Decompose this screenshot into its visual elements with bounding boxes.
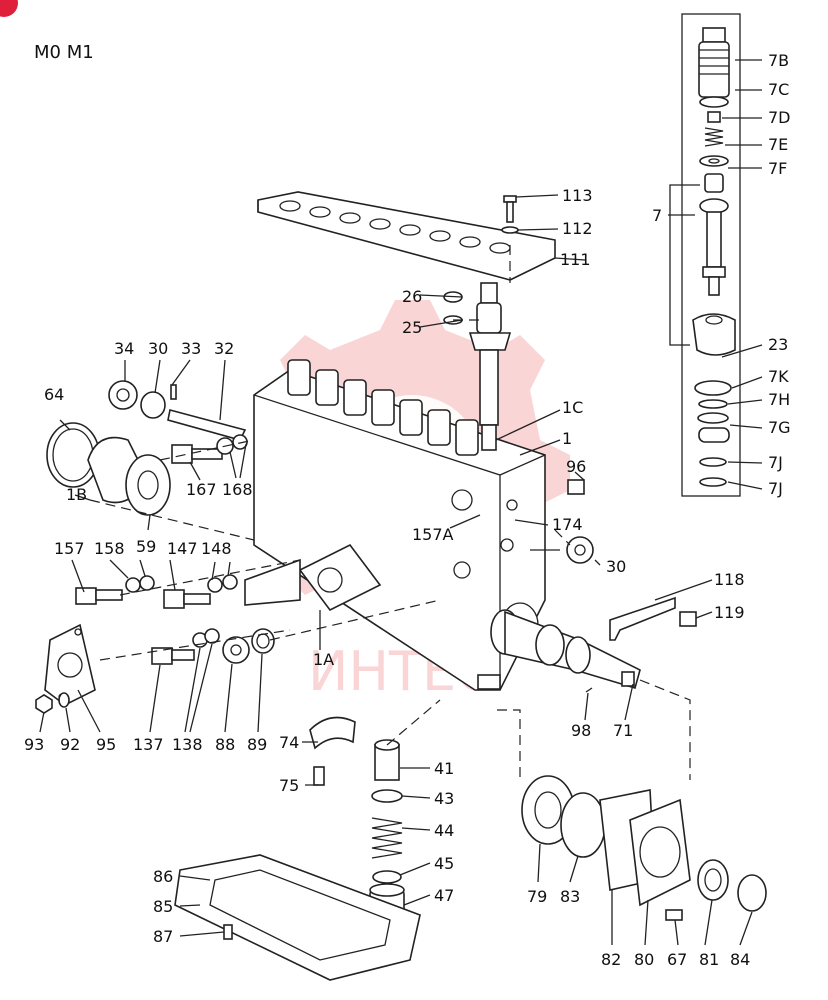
- governor-parts: [108, 380, 248, 464]
- label-33: 33: [181, 339, 201, 358]
- label-148: 148: [201, 539, 232, 558]
- label-80: 80: [634, 950, 654, 969]
- bolts-left-mid: [75, 574, 238, 609]
- label-84: 84: [730, 950, 750, 969]
- label-86: 86: [153, 867, 173, 886]
- label-7f: 7F: [768, 159, 787, 178]
- label-83: 83: [560, 887, 580, 906]
- label-30-top: 30: [148, 339, 168, 358]
- label-95: 95: [96, 735, 116, 754]
- label-71: 71: [613, 721, 633, 740]
- label-82: 82: [601, 950, 621, 969]
- bearing-cover-group: [521, 775, 767, 921]
- label-1c: 1C: [562, 398, 583, 417]
- label-158: 158: [94, 539, 125, 558]
- label-7h: 7H: [768, 390, 790, 409]
- label-93: 93: [24, 735, 44, 754]
- label-79: 79: [527, 887, 547, 906]
- label-7j-upper: 7J: [768, 453, 783, 472]
- label-7d: 7D: [768, 108, 791, 127]
- label-119: 119: [714, 603, 745, 622]
- label-7b: 7B: [768, 51, 789, 70]
- label-96: 96: [566, 457, 586, 476]
- label-174: 174: [552, 515, 583, 534]
- label-67: 67: [667, 950, 687, 969]
- label-87: 87: [153, 927, 173, 946]
- label-34: 34: [114, 339, 134, 358]
- label-32: 32: [214, 339, 234, 358]
- label-26: 26: [402, 287, 422, 306]
- callout-labels: 7B 7C 7D 7E 7F 7 23 7K 7H 7G 7J 7J 113 1…: [24, 51, 791, 969]
- diagram-title: M0 M1: [34, 42, 94, 63]
- label-137: 137: [133, 735, 164, 754]
- label-1: 1: [562, 429, 572, 448]
- riser-assembly-1c: [443, 282, 512, 451]
- label-118: 118: [714, 570, 745, 589]
- label-81: 81: [699, 950, 719, 969]
- label-1b: 1B: [66, 485, 87, 504]
- base-gasket-85: [174, 854, 421, 981]
- label-7j-lower: 7J: [768, 479, 783, 498]
- label-168: 168: [222, 480, 253, 499]
- label-25: 25: [402, 318, 422, 337]
- label-64: 64: [44, 385, 64, 404]
- top-cover-111: [257, 191, 556, 281]
- label-59: 59: [136, 537, 156, 556]
- label-41: 41: [434, 759, 454, 778]
- label-47: 47: [434, 886, 454, 905]
- label-30-right: 30: [606, 557, 626, 576]
- label-45: 45: [434, 854, 454, 873]
- label-7g: 7G: [768, 418, 791, 437]
- label-92: 92: [60, 735, 80, 754]
- label-7c: 7C: [768, 80, 789, 99]
- label-98: 98: [571, 721, 591, 740]
- label-111: 111: [560, 250, 591, 269]
- camshaft-71: [490, 609, 641, 693]
- roller-cover-74: [309, 716, 356, 786]
- corner-badge: [0, 0, 18, 17]
- label-147: 147: [167, 539, 198, 558]
- bracket-118: [566, 479, 697, 641]
- delivery-valve-inset: [681, 13, 741, 497]
- assembly-guide-lines: [89, 245, 691, 780]
- label-89: 89: [247, 735, 267, 754]
- gasket-95: [35, 623, 96, 714]
- label-85: 85: [153, 897, 173, 916]
- housing-flange-1a: [244, 543, 382, 612]
- label-75: 75: [279, 776, 299, 795]
- label-7e: 7E: [768, 135, 788, 154]
- label-7k: 7K: [768, 367, 789, 386]
- label-74: 74: [279, 733, 299, 752]
- label-23: 23: [768, 335, 788, 354]
- label-88: 88: [215, 735, 235, 754]
- label-138: 138: [172, 735, 203, 754]
- label-44: 44: [434, 821, 454, 840]
- label-113: 113: [562, 186, 593, 205]
- label-7: 7: [652, 206, 662, 225]
- label-157: 157: [54, 539, 85, 558]
- bolts-lower-left: [151, 628, 275, 665]
- leader-lines: [39, 59, 763, 946]
- label-167: 167: [186, 480, 217, 499]
- label-1a: 1A: [313, 650, 334, 669]
- label-157a: 157A: [412, 525, 454, 544]
- label-112: 112: [562, 219, 593, 238]
- label-43: 43: [434, 789, 454, 808]
- bearing-parts-left: [46, 422, 171, 516]
